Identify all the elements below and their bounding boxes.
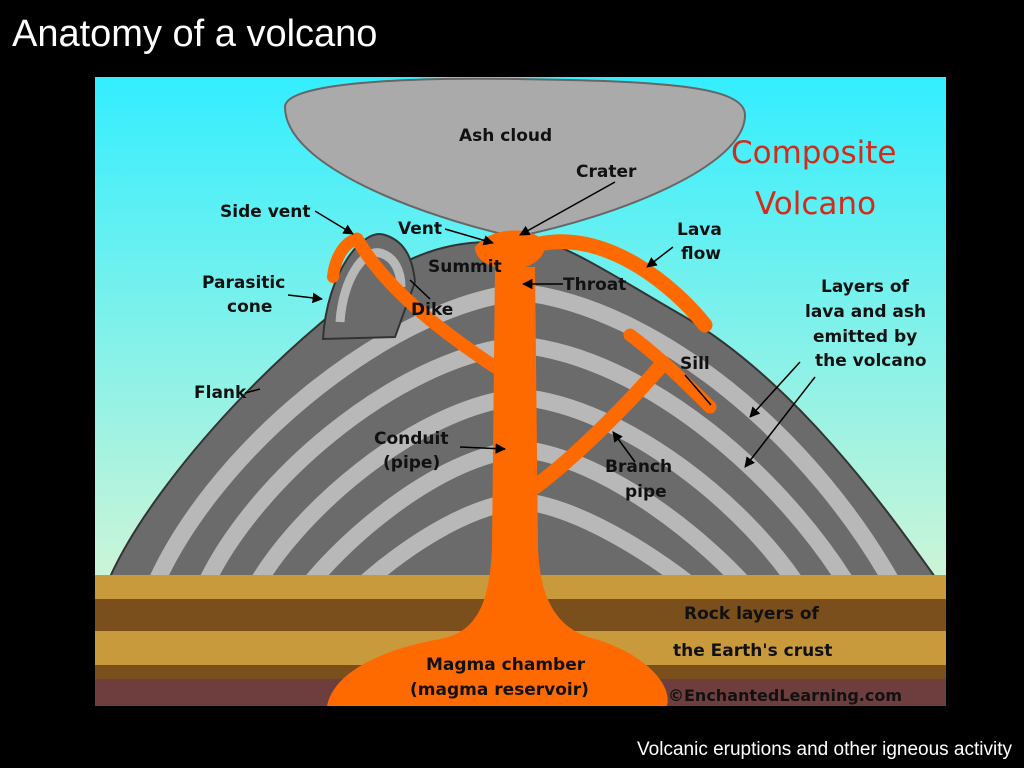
label-summit: Summit	[428, 257, 502, 277]
copyright-text: ©EnchantedLearning.com	[668, 686, 902, 705]
arrow-flank	[244, 388, 261, 394]
side-vent-tip	[327, 233, 363, 283]
volcano-diagram: Composite Volcano Ash cloud Crater Side …	[95, 77, 946, 706]
volcano-diagram-svg: Composite Volcano Ash cloud Crater Side …	[95, 77, 946, 706]
label-rock-layers-line2: the Earth's crust	[673, 641, 832, 661]
label-crater: Crater	[576, 162, 637, 182]
arrow-branch-pipe	[612, 431, 636, 463]
magma-chamber	[327, 267, 668, 706]
label-magma-chamber-line2: (magma reservoir)	[410, 680, 589, 700]
label-lava-flow-line1: Lava	[677, 220, 722, 240]
slide-footer: Volcanic eruptions and other igneous act…	[637, 739, 1012, 760]
label-ash-cloud: Ash cloud	[459, 126, 552, 146]
arrow-dike	[409, 279, 431, 300]
arrow-layers-2	[744, 376, 816, 468]
arrow-layers-1	[749, 361, 801, 418]
label-magma-chamber-line1: Magma chamber	[426, 655, 586, 675]
arrow-conduit	[459, 443, 507, 454]
arrow-vent	[444, 228, 495, 246]
label-conduit-line2: (pipe)	[383, 453, 440, 473]
label-parasitic-cone-line1: Parasitic	[202, 273, 285, 293]
branch-pipe	[527, 359, 668, 495]
label-side-vent: Side vent	[220, 202, 311, 222]
label-conduit-line1: Conduit	[374, 429, 448, 449]
label-throat: Throat	[563, 275, 626, 295]
ash-cloud	[283, 77, 747, 239]
arrow-lava-flow	[646, 246, 674, 268]
label-layers-line1: Layers of	[821, 277, 909, 297]
slide-title: Anatomy of a volcano	[12, 13, 378, 55]
label-layers-line4: the volcano	[815, 351, 927, 371]
sill	[623, 328, 717, 414]
label-lava-flow-line2: flow	[681, 244, 721, 264]
arrow-side-vent	[314, 210, 354, 235]
diagram-heading-line1: Composite	[731, 135, 896, 171]
label-vent: Vent	[398, 219, 442, 239]
arrow-crater	[519, 181, 616, 236]
diagram-heading-line2: Volcano	[755, 186, 876, 222]
label-branch-pipe-line1: Branch	[605, 457, 672, 477]
label-rock-layers-line1: Rock layers of	[684, 604, 820, 624]
label-layers-line2: lava and ash	[805, 302, 926, 322]
pointer-arrows	[244, 181, 816, 468]
label-sill: Sill	[680, 354, 710, 374]
side-vent-dike	[350, 232, 502, 374]
label-branch-pipe-line2: pipe	[625, 482, 667, 502]
label-flank: Flank	[194, 383, 247, 403]
arrow-sill	[684, 374, 712, 406]
lava-flow-stream	[527, 234, 713, 333]
label-parasitic-cone-line2: cone	[227, 297, 272, 317]
label-layers-line3: emitted by	[813, 327, 917, 347]
parasitic-cone	[321, 233, 417, 341]
arrow-parasitic-cone	[287, 292, 324, 304]
label-dike: Dike	[411, 300, 453, 320]
